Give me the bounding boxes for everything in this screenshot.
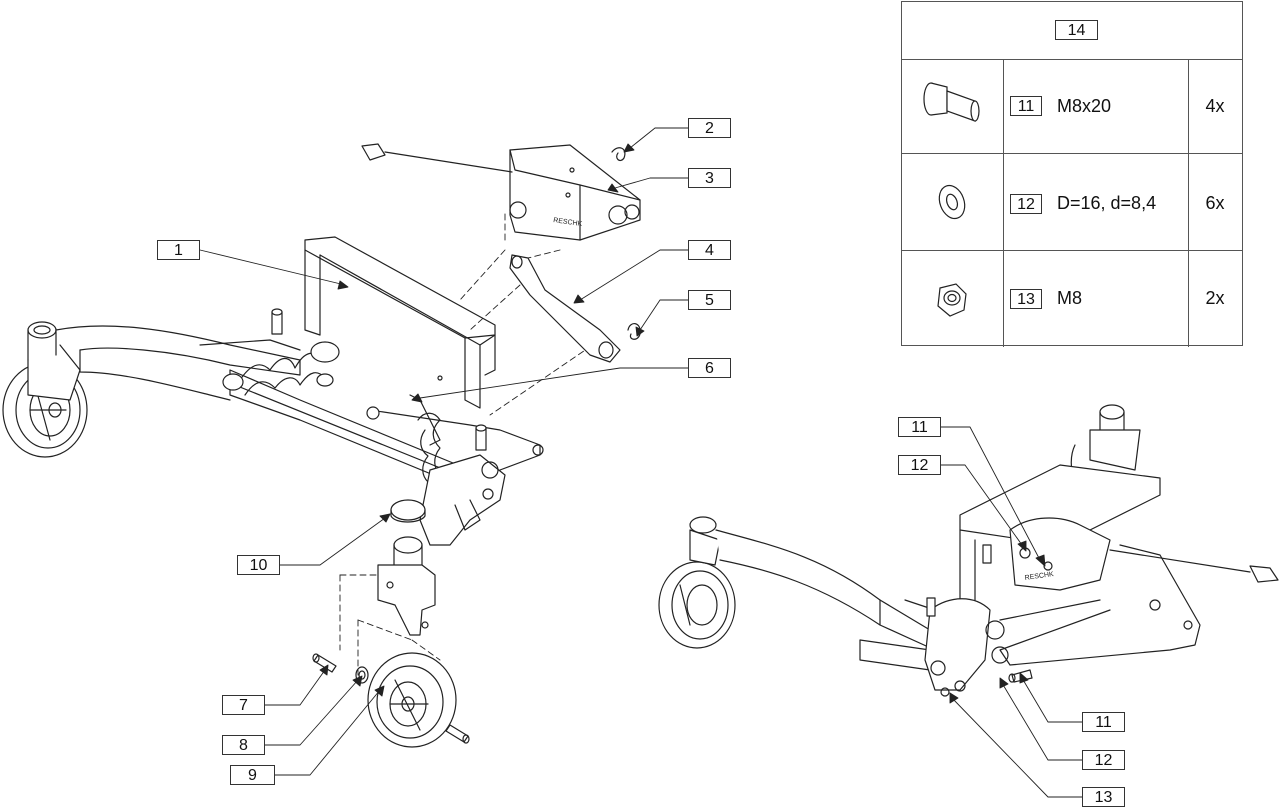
mounting-bracket-part-1: [304, 236, 496, 409]
callout-part-4: 4: [688, 240, 731, 260]
parts-table-header: 14: [1055, 20, 1098, 40]
table-divider: [1188, 59, 1189, 347]
actuator-cable: [361, 143, 513, 173]
part-description: M8: [1057, 288, 1083, 308]
callout-part-2: 2: [688, 118, 731, 138]
actuator-label: RESCHK: [553, 217, 583, 228]
washer-icon: [938, 184, 966, 220]
spring-bellows-left: [222, 308, 340, 396]
rear-caster-wheel-right: [658, 516, 736, 649]
callout-part-11-top: 11: [898, 417, 941, 437]
table-divider: [902, 59, 1242, 60]
table-divider: [1003, 59, 1004, 347]
part-number: 13: [1010, 289, 1042, 309]
actuator-label-right: RESCHK: [1024, 571, 1054, 582]
assembly-guide-lines: [339, 209, 601, 676]
part-quantity: 4x: [1205, 96, 1225, 116]
callout-part-9: 9: [230, 765, 275, 785]
callout-part-13-bottom: 13: [1082, 787, 1125, 807]
callout-part-12-bottom: 12: [1082, 750, 1125, 770]
nut-icon: [937, 283, 967, 317]
part-description: D=16, d=8,4: [1057, 193, 1157, 213]
retaining-clip-part-2: [611, 147, 626, 162]
callout-part-12-top: 12: [898, 455, 941, 475]
frame-arm-right: [715, 529, 936, 671]
front-swing-arm: [419, 454, 506, 546]
callout-part-11-bottom: 11: [1082, 712, 1125, 732]
rear-upright-right: [1070, 404, 1141, 481]
callout-part-7: 7: [222, 695, 265, 715]
side-plate-right: [991, 544, 1201, 666]
bolt-icon: [923, 82, 980, 122]
axle-pin-part-7: [312, 653, 337, 673]
part-number: 11: [1010, 96, 1042, 116]
part-description: M8x20: [1057, 96, 1112, 116]
callout-part-8: 8: [222, 735, 265, 755]
pivot-assembly-right: [904, 544, 1101, 697]
part-number: 12: [1010, 194, 1042, 214]
axle-pin-right: [445, 724, 470, 744]
parts-table: 14 11 M8x20 4x 12 D=16, d=8,4 6x 13: [901, 1, 1243, 347]
callout-part-5: 5: [688, 290, 731, 310]
link-arm-part-4: [509, 254, 621, 363]
leader-lines-left: [199, 127, 689, 776]
bracket-box-right: RESCHK: [959, 464, 1161, 621]
leader-lines-right: [929, 426, 1083, 798]
table-divider: [902, 250, 1242, 251]
part-quantity: 6x: [1205, 193, 1225, 213]
front-wheel-part-9: [367, 652, 457, 748]
callout-part-1: 1: [157, 240, 200, 260]
actuator-part-3: RESCHK: [509, 144, 641, 241]
callout-part-6: 6: [688, 358, 731, 378]
front-fork: [377, 536, 436, 636]
callout-part-10: 10: [237, 555, 280, 575]
cable-right: [1109, 549, 1279, 583]
cap-part-10: [390, 499, 426, 523]
table-divider: [902, 153, 1242, 154]
part-quantity: 2x: [1205, 288, 1225, 308]
callout-part-3: 3: [688, 168, 731, 188]
